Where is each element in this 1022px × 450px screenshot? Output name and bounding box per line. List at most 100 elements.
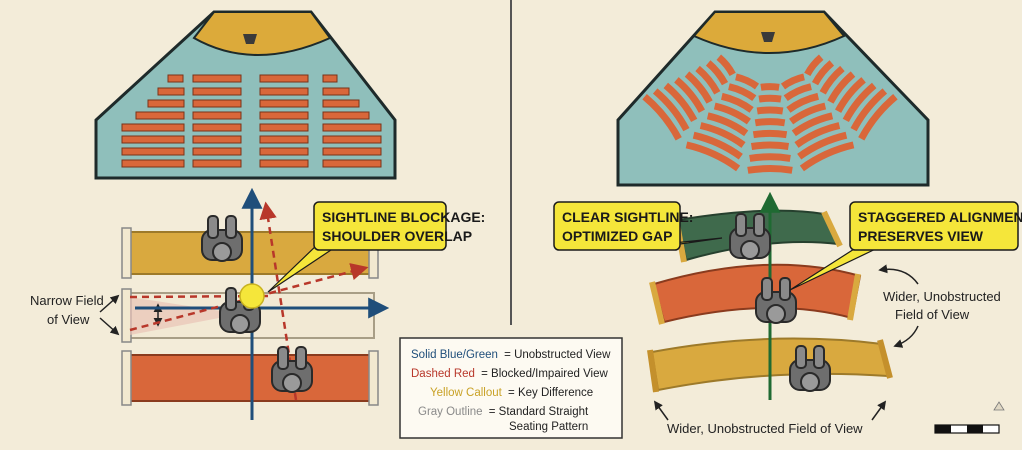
- curved-seat-row: [750, 141, 790, 150]
- narrow-field-label-1: Narrow Field: [30, 293, 104, 308]
- curved-seat-row: [747, 165, 793, 174]
- curved-seat-row: [749, 153, 791, 162]
- seat-row: [192, 87, 242, 96]
- legend-desc-gray: = Standard Straight: [489, 406, 589, 418]
- seat-row: [192, 135, 242, 144]
- curved-seat-row: [716, 54, 736, 77]
- seat-row: [135, 111, 185, 120]
- seat-row: [259, 74, 309, 83]
- curved-seat-row: [734, 73, 760, 90]
- curved-seat-row: [783, 83, 812, 102]
- bottom-field-pointer: [871, 400, 887, 421]
- curved-seat-row: [850, 88, 888, 132]
- svg-text:Dashed Red = Blocked/Imp: Dashed Red = Blocked/Impaired View: [411, 368, 609, 380]
- seat-row: [259, 111, 309, 120]
- callout-line-1: SIGHTLINE BLOCKAGE:: [322, 209, 485, 225]
- person-icon: [271, 346, 313, 393]
- legend-desc-blocked: = Blocked/Impaired View: [481, 368, 608, 380]
- curved-seat-row: [756, 106, 784, 115]
- seat-row: [322, 87, 350, 96]
- podium-icon: [243, 34, 257, 44]
- curved-seat-row: [705, 60, 729, 86]
- wider-field-pointer: [893, 325, 919, 348]
- curved-seat-row: [842, 82, 877, 123]
- curved-seat-row: [699, 122, 746, 148]
- narrow-field-pointer: [99, 294, 120, 313]
- wider-field-pointer: [878, 264, 919, 285]
- seat-row: [259, 147, 309, 156]
- curved-seat-row: [642, 94, 682, 141]
- callout-line-2: SHOULDER OVERLAP: [322, 228, 472, 244]
- seat-row: [259, 123, 309, 132]
- stage-area: [192, 11, 332, 56]
- wider-field-label-2: Field of View: [895, 307, 970, 322]
- seat-row: [322, 99, 360, 108]
- curved-seat-row: [835, 77, 866, 113]
- seat-row: [259, 87, 309, 96]
- curved-seat-row: [789, 102, 827, 125]
- seat-row: [192, 159, 242, 168]
- curved-seat-row: [827, 71, 856, 104]
- legend-desc-unobstructed: = Unobstructed View: [504, 349, 611, 361]
- seat-row: [322, 159, 382, 168]
- blockage-point: [239, 283, 265, 309]
- curved-seat-row: [692, 131, 743, 160]
- clear-sightline-callout: CLEAR SIGHTLINE: OPTIMIZED GAP: [553, 201, 723, 251]
- seat-row: [121, 135, 185, 144]
- curved-seat-row: [706, 112, 749, 137]
- curved-seat-row: [695, 65, 721, 95]
- person-icon: [201, 215, 243, 262]
- curved-seat-row: [758, 94, 782, 103]
- curved-seat-row: [663, 82, 698, 123]
- curved-seating-hall-plan: [616, 10, 930, 187]
- curved-seat-row: [674, 77, 705, 113]
- straight-seat-rows: [121, 74, 382, 168]
- curved-seat-row: [728, 83, 757, 102]
- seat-row: [121, 147, 185, 156]
- curved-seat-row: [797, 131, 848, 160]
- staggered-alignment-callout: STAGGERED ALIGNMENT PRESERVES VIEW: [789, 201, 1022, 291]
- seat-row: [322, 74, 338, 83]
- svg-text:Gray Outline = Standard: Gray Outline = Standard Straight: [418, 406, 589, 418]
- podium-icon: [761, 32, 775, 42]
- seat-row: [322, 135, 382, 144]
- seat-row: [322, 147, 382, 156]
- curved-seat-row: [752, 129, 788, 139]
- curved-seat-row: [804, 54, 824, 77]
- legend-box: Solid Blue/Green = Unobstructed View Das…: [399, 337, 623, 439]
- curved-seat-row: [684, 71, 713, 104]
- curved-seat-row: [780, 73, 806, 90]
- narrow-field-pointer: [99, 317, 120, 336]
- curved-seat-row: [819, 65, 845, 95]
- legend-key-callout: Yellow Callout: [430, 387, 503, 399]
- seat-row: [167, 74, 184, 83]
- curved-seat-row: [811, 60, 835, 86]
- legend-key-unobstructed: Solid Blue/Green: [411, 349, 498, 361]
- seat-row: [259, 99, 309, 108]
- seat-row: [121, 159, 185, 168]
- wider-field-label-1: Wider, Unobstructed: [883, 289, 1001, 304]
- clear-callout-line-2: OPTIMIZED GAP: [562, 228, 672, 244]
- seat-row: [259, 135, 309, 144]
- curved-seat-row: [685, 141, 741, 172]
- seat-row: [322, 111, 370, 120]
- seat-row: [192, 123, 242, 132]
- legend-desc-gray-2: Seating Pattern: [509, 421, 588, 433]
- seat-row: [147, 99, 185, 108]
- curved-seat-row: [760, 83, 780, 91]
- curved-seat-row: [794, 122, 841, 148]
- staggered-callout-line-1: STAGGERED ALIGNMENT: [858, 209, 1022, 225]
- bottom-field-pointer: [653, 400, 669, 421]
- clear-callout-line-1: CLEAR SIGHTLINE:: [562, 209, 693, 225]
- curved-seat-row: [799, 141, 855, 172]
- seat-row: [157, 87, 185, 96]
- sightline-blockage-callout: SIGHTLINE BLOCKAGE: SHOULDER OVERLAP: [267, 201, 485, 293]
- curved-seat-rows: [642, 54, 898, 174]
- seat-row: [192, 74, 242, 83]
- curved-seat-row: [720, 92, 754, 113]
- legend-key-blocked: Dashed Red: [411, 368, 475, 380]
- scale-bar: [934, 401, 1005, 434]
- seat-row: [192, 147, 242, 156]
- curved-seat-row: [791, 112, 834, 137]
